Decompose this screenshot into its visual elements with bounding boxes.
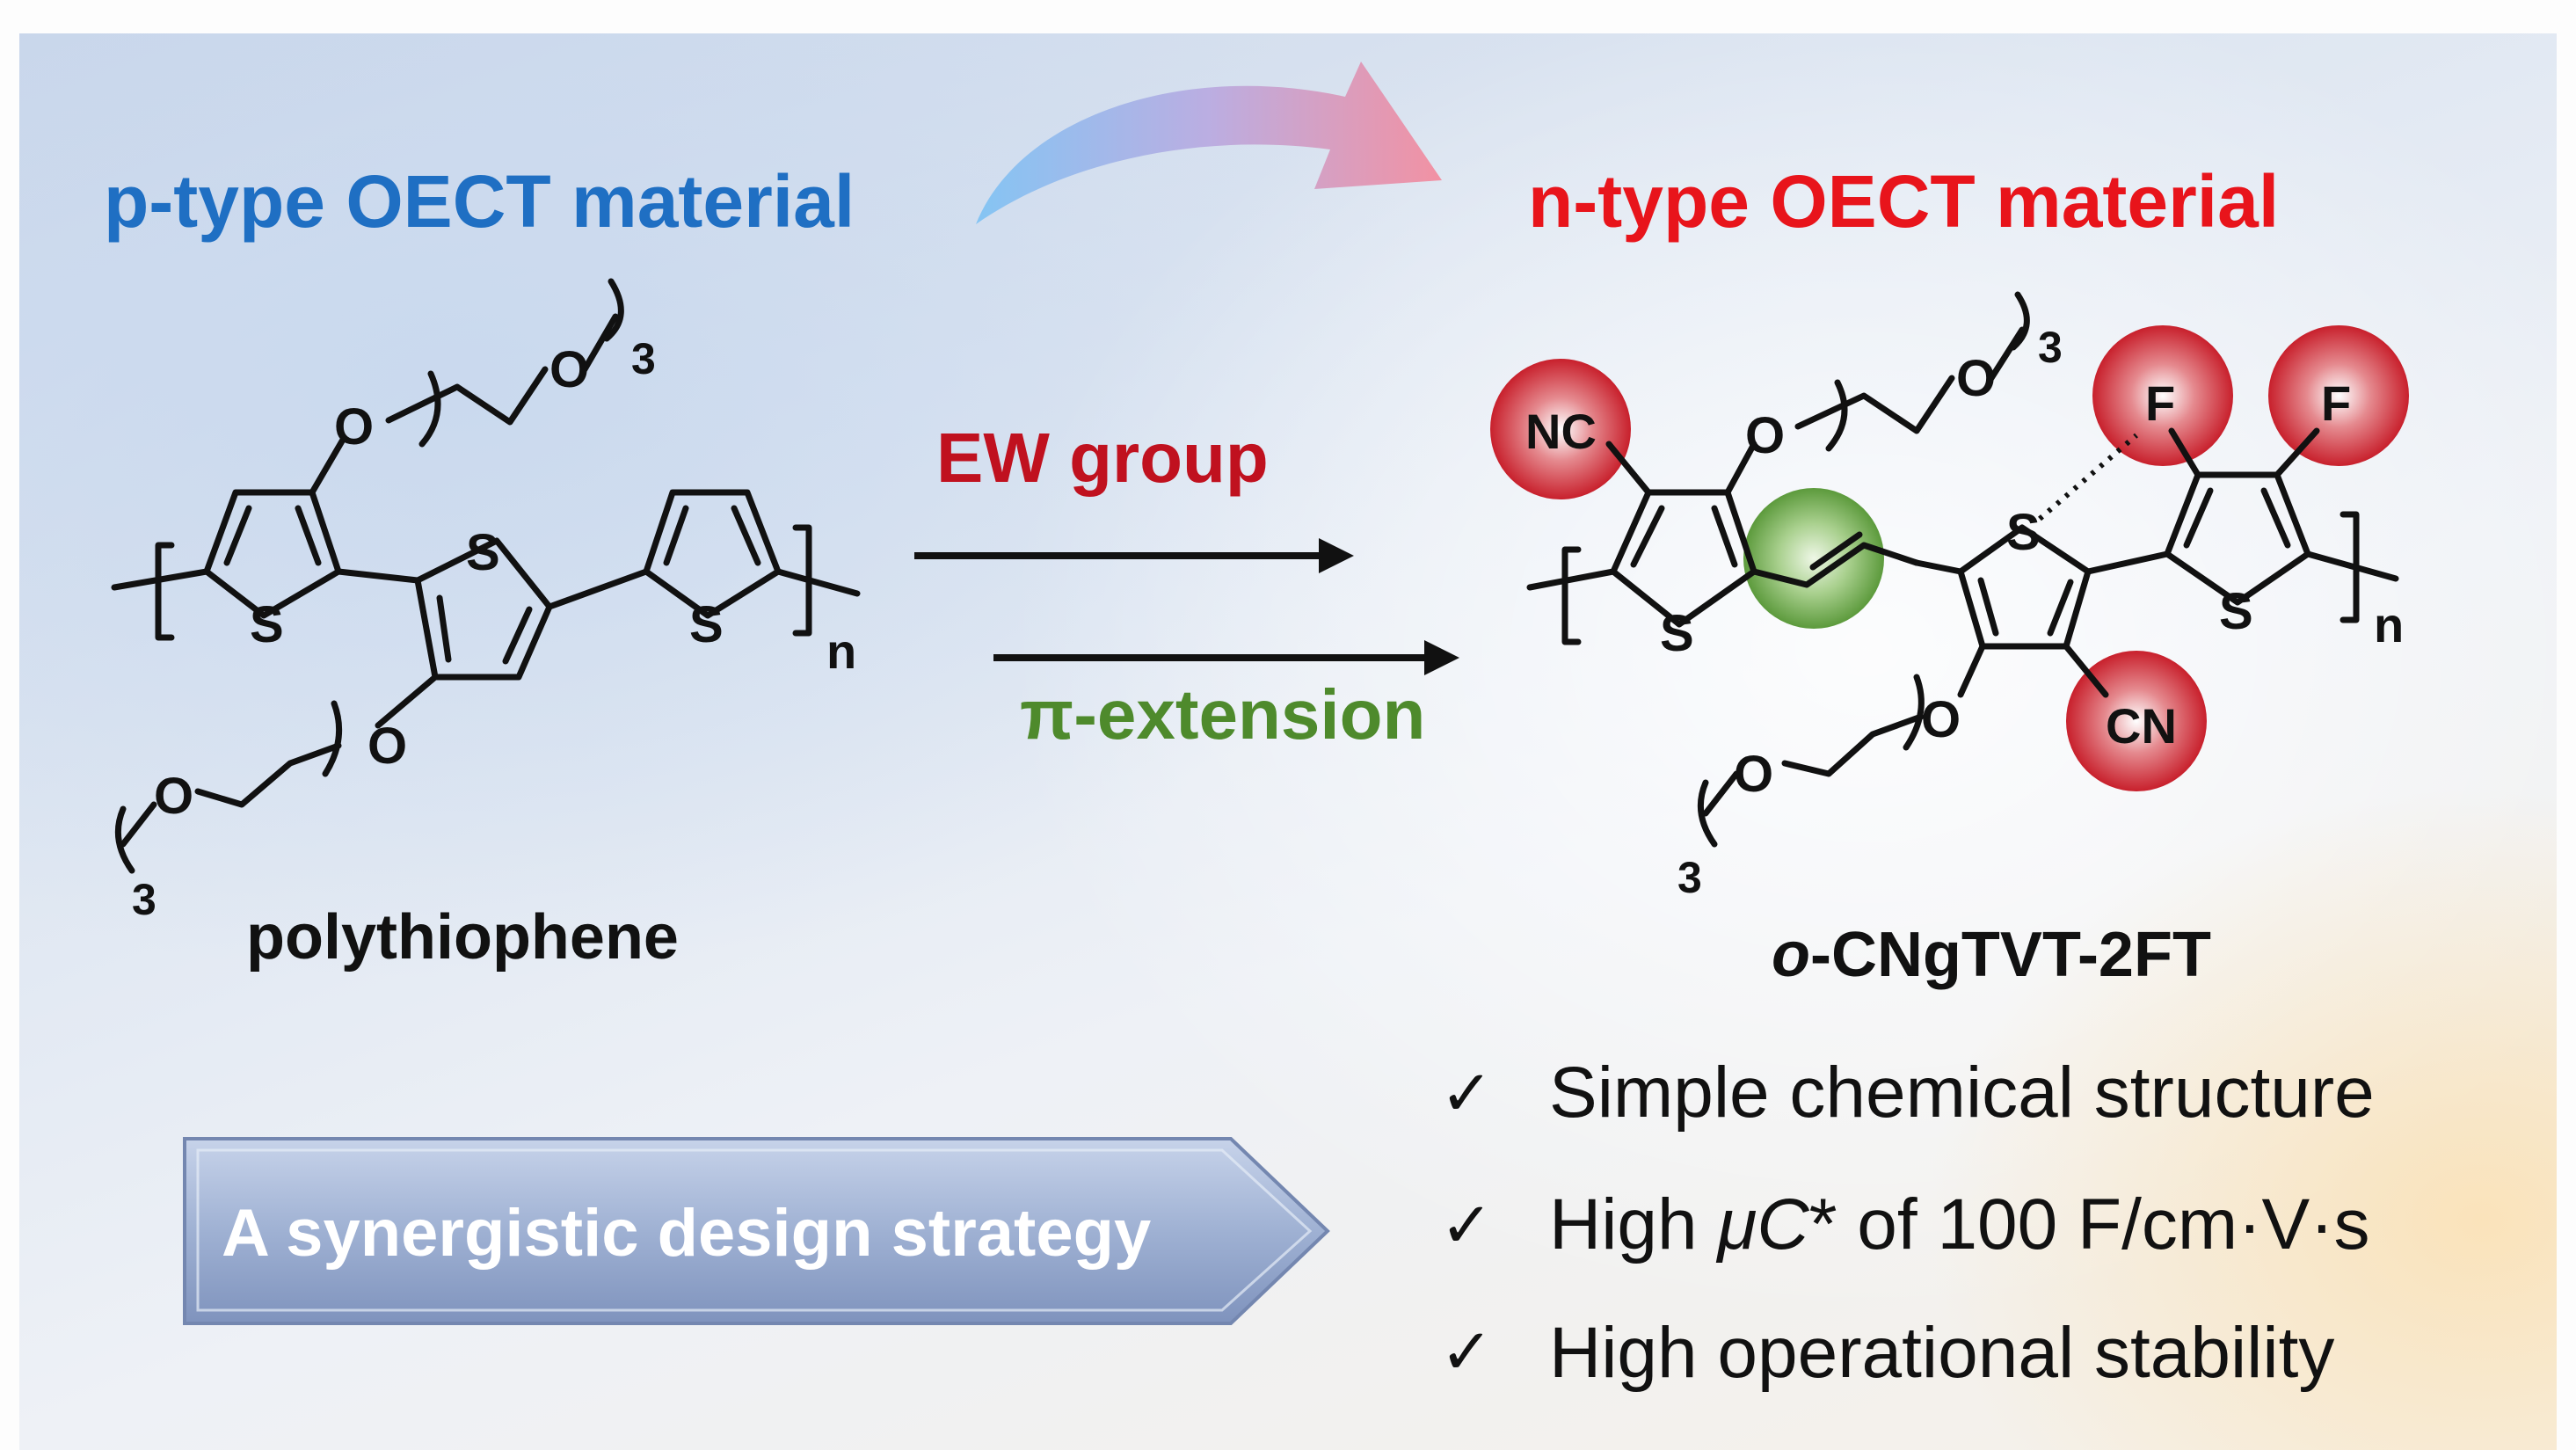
polythiophene-label: polythiophene	[246, 902, 679, 973]
sulfur-atom: S	[466, 524, 500, 581]
oxygen-atom: O	[549, 341, 589, 398]
o-cngtvt-2ft-structure	[1526, 291, 2399, 848]
o-cngtvt-2ft-label: o-CNgTVT-2FT	[1772, 920, 2211, 990]
check-icon: ✓	[1440, 1059, 1493, 1129]
oxygen-atom: O	[1734, 746, 1773, 803]
pi-extension-arrow	[993, 640, 1459, 675]
p-type-title: p-type OECT material	[104, 160, 855, 243]
oxygen-atom: O	[1956, 350, 1996, 407]
fluorine-atom: F	[2145, 375, 2175, 431]
sulfur-atom: S	[250, 596, 284, 653]
repeat-count: 3	[132, 875, 156, 924]
sulfur-atom: S	[2006, 504, 2041, 561]
vinylene-highlight	[1743, 488, 1884, 629]
feature-high-uc: High μC* of 100 F/cm·V·s	[1549, 1184, 2370, 1264]
ew-group-label: EW group	[936, 419, 1269, 497]
transition-curved-arrow	[976, 62, 1442, 224]
feature-stability: High operational stability	[1549, 1313, 2334, 1393]
n-type-title: n-type OECT material	[1528, 160, 2279, 243]
oxygen-atom: O	[367, 718, 407, 775]
repeat-count: 3	[631, 334, 656, 383]
oxygen-atom: O	[334, 398, 374, 455]
feature-simple-structure: Simple chemical structure	[1549, 1053, 2375, 1133]
oxygen-atom: O	[1921, 691, 1961, 748]
sulfur-atom: S	[2219, 583, 2253, 640]
check-icon: ✓	[1440, 1317, 1493, 1388]
polythiophene-structure	[111, 278, 861, 874]
nitrile-group: CN	[2106, 698, 2177, 754]
mu-symbol: μ	[1715, 1184, 1757, 1264]
feature-high-uc-a: High	[1549, 1184, 1717, 1264]
strategy-banner	[183, 1137, 1330, 1325]
oxygen-atom: O	[154, 768, 193, 825]
ew-highlight-f2	[2268, 325, 2409, 466]
nitrile-group: NC	[1525, 404, 1597, 459]
ew-highlight-nc	[1490, 359, 1631, 499]
repeat-count: 3	[1677, 853, 1702, 902]
c-symbol: C	[1757, 1184, 1809, 1264]
strategy-banner-text: A synergistic design strategy	[222, 1196, 1151, 1271]
ew-highlight-f1	[2092, 325, 2233, 466]
polymer-n: n	[826, 623, 856, 679]
repeat-count: 3	[2038, 323, 2063, 372]
sulfur-atom: S	[689, 596, 724, 653]
name-prefix: o	[1772, 920, 1810, 990]
pi-extension-label: π-extension	[1020, 675, 1425, 754]
name-rest: -CNgTVT-2FT	[1810, 920, 2211, 990]
feature-high-uc-b: * of 100 F/cm·V·s	[1809, 1184, 2370, 1264]
sulfur-atom: S	[1660, 605, 1694, 662]
oxygen-atom: O	[1745, 407, 1785, 464]
ew-arrow	[914, 538, 1354, 573]
polymer-n: n	[2374, 597, 2404, 652]
fluorine-atom: F	[2321, 375, 2351, 431]
check-icon: ✓	[1440, 1191, 1493, 1261]
